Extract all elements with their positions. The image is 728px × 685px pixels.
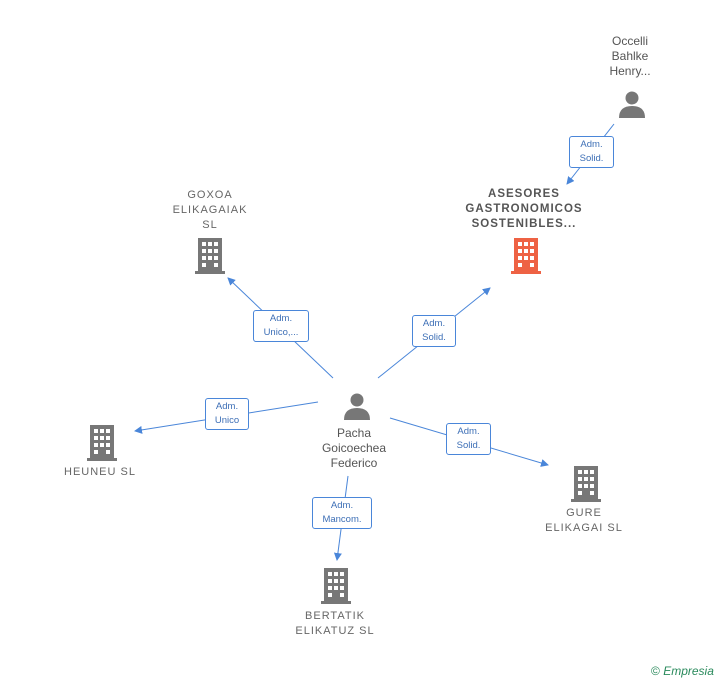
label-line: Solid. xyxy=(422,332,446,343)
building-icon xyxy=(321,568,351,604)
label-line: Bahlke xyxy=(611,49,649,63)
label-line: ELIKAGAIAK xyxy=(172,204,248,216)
label-line: Solid. xyxy=(456,440,481,451)
label-line: Solid. xyxy=(579,153,604,164)
label-line: Henry... xyxy=(609,64,651,78)
building-icon xyxy=(87,425,117,461)
label-line: Occelli xyxy=(611,34,648,48)
label-line: ELIKATUZ SL xyxy=(295,625,375,637)
node-label-gure[interactable]: GURE ELIKAGAI SL xyxy=(534,506,634,536)
node-label-asesores[interactable]: ASESORES GASTRONOMICOS SOSTENIBLES... xyxy=(454,187,594,232)
edge-label-pacha-heuneu[interactable]: Adm. Unico xyxy=(205,398,249,430)
label-line: Adm. xyxy=(215,401,239,412)
node-label-heuneu[interactable]: HEUNEU SL xyxy=(50,465,150,480)
label-line: HEUNEU SL xyxy=(64,466,136,478)
edge-label-pacha-bertatik[interactable]: Adm. Mancom. xyxy=(312,497,372,529)
label-line: Unico,... xyxy=(263,327,299,338)
label-line: Adm. xyxy=(580,139,603,150)
node-label-goxoa[interactable]: GOXOA ELIKAGAIAK SL xyxy=(160,188,260,233)
label-line: GOXOA xyxy=(187,189,233,201)
edge-label-pacha-gure[interactable]: Adm. Solid. xyxy=(446,423,491,455)
brand-footer: © Empresia xyxy=(651,664,714,678)
label-line: Mancom. xyxy=(322,514,362,525)
label-line: SOSTENIBLES... xyxy=(471,218,577,230)
brand-name: Empresia xyxy=(663,664,714,678)
copyright-icon: © xyxy=(651,664,660,678)
building-icon xyxy=(511,238,541,274)
edge-label-pacha-goxoa[interactable]: Adm. Unico,... xyxy=(253,310,309,342)
building-icon xyxy=(195,238,225,274)
label-line: ASESORES xyxy=(488,188,560,200)
person-icon xyxy=(619,91,645,118)
label-line: Adm. xyxy=(330,500,354,511)
person-icon xyxy=(344,393,370,420)
label-line: Goicoechea xyxy=(321,441,387,455)
label-line: Adm. xyxy=(422,318,446,329)
label-line: GASTRONOMICOS xyxy=(465,203,583,215)
edge-label-pacha-asesores[interactable]: Adm. Solid. xyxy=(412,315,456,347)
node-label-occelli[interactable]: Occelli Bahlke Henry... xyxy=(590,34,670,79)
node-label-bertatik[interactable]: BERTATIK ELIKATUZ SL xyxy=(280,609,390,639)
label-line: Adm. xyxy=(457,426,480,437)
label-line: Unico xyxy=(214,415,240,426)
node-label-pacha[interactable]: Pacha Goicoechea Federico xyxy=(304,426,404,471)
building-icon xyxy=(571,466,601,502)
label-line: Federico xyxy=(330,456,378,470)
label-line: BERTATIK xyxy=(305,610,365,622)
edge-label-occelli-asesores[interactable]: Adm. Solid. xyxy=(569,136,614,168)
label-line: SL xyxy=(202,219,218,231)
label-line: ELIKAGAI SL xyxy=(545,522,623,534)
label-line: GURE xyxy=(566,507,602,519)
label-line: Adm. xyxy=(269,313,293,324)
label-line: Pacha xyxy=(336,426,372,440)
